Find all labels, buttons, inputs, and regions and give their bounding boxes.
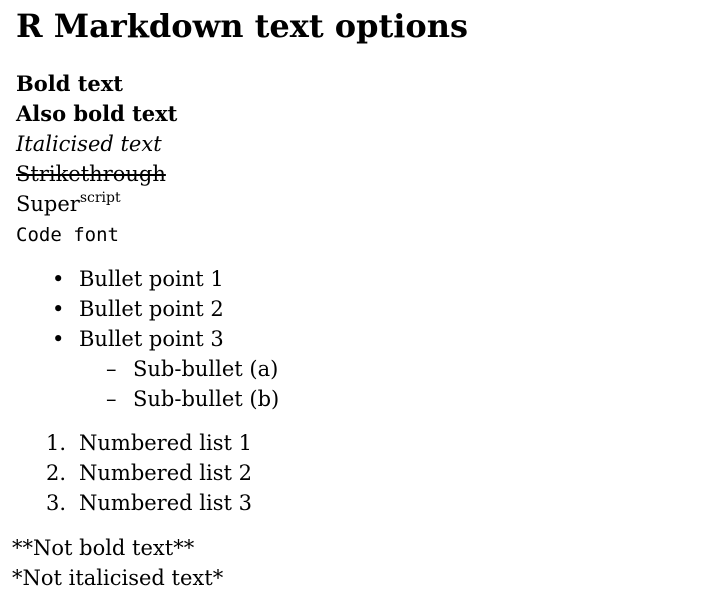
sub-bullet-list-item-text: Sub-bullet (a) bbox=[133, 357, 279, 381]
number-marker: 3. bbox=[46, 491, 67, 515]
numbered-list-item-text: Numbered list 1 bbox=[79, 431, 252, 455]
bullet-list-item-text: Bullet point 2 bbox=[79, 297, 224, 321]
dash-marker-icon: – bbox=[106, 387, 117, 411]
superscript-raised-text: script bbox=[79, 190, 121, 206]
superscript-text-line: Superscript bbox=[16, 189, 121, 219]
number-marker: 2. bbox=[46, 461, 67, 485]
bullet-list-item: • Bullet point 1 bbox=[0, 264, 720, 294]
bold-text-line: Bold text bbox=[16, 71, 124, 96]
numbered-list-item: 3. Numbered list 3 bbox=[0, 488, 720, 518]
code-font-line: Code font bbox=[16, 224, 119, 246]
bullet-marker-icon: • bbox=[52, 297, 65, 321]
bullet-marker-icon: • bbox=[52, 327, 65, 351]
sub-bullet-list-item: – Sub-bullet (a) bbox=[0, 354, 720, 384]
not-bold-text-line: **Not bold text** bbox=[12, 536, 195, 560]
numbered-list-item: 2. Numbered list 2 bbox=[0, 458, 720, 488]
sub-bullet-list-item-text: Sub-bullet (b) bbox=[133, 387, 280, 411]
bullet-list-item-text: Bullet point 1 bbox=[79, 267, 224, 291]
numbered-list-item-text: Numbered list 2 bbox=[79, 461, 252, 485]
numbered-list-item: 1. Numbered list 1 bbox=[0, 428, 720, 458]
number-marker: 1. bbox=[46, 431, 67, 455]
sub-bullet-list-item: – Sub-bullet (b) bbox=[0, 384, 720, 414]
superscript-base-text: Super bbox=[16, 192, 80, 216]
dash-marker-icon: – bbox=[106, 357, 117, 381]
bullet-marker-icon: • bbox=[52, 267, 65, 291]
bullet-list-item: • Bullet point 2 bbox=[0, 294, 720, 324]
page-title: R Markdown text options bbox=[16, 7, 469, 45]
bullet-list-item: • Bullet point 3 bbox=[0, 324, 720, 354]
italic-text-line: Italicised text bbox=[16, 132, 162, 156]
bullet-list-item-text: Bullet point 3 bbox=[79, 327, 224, 351]
strikethrough-text-line: Strikethrough bbox=[16, 162, 166, 186]
not-italic-text-line: *Not italicised text* bbox=[12, 566, 224, 590]
numbered-list-item-text: Numbered list 3 bbox=[79, 491, 252, 515]
also-bold-text-line: Also bold text bbox=[16, 101, 178, 126]
